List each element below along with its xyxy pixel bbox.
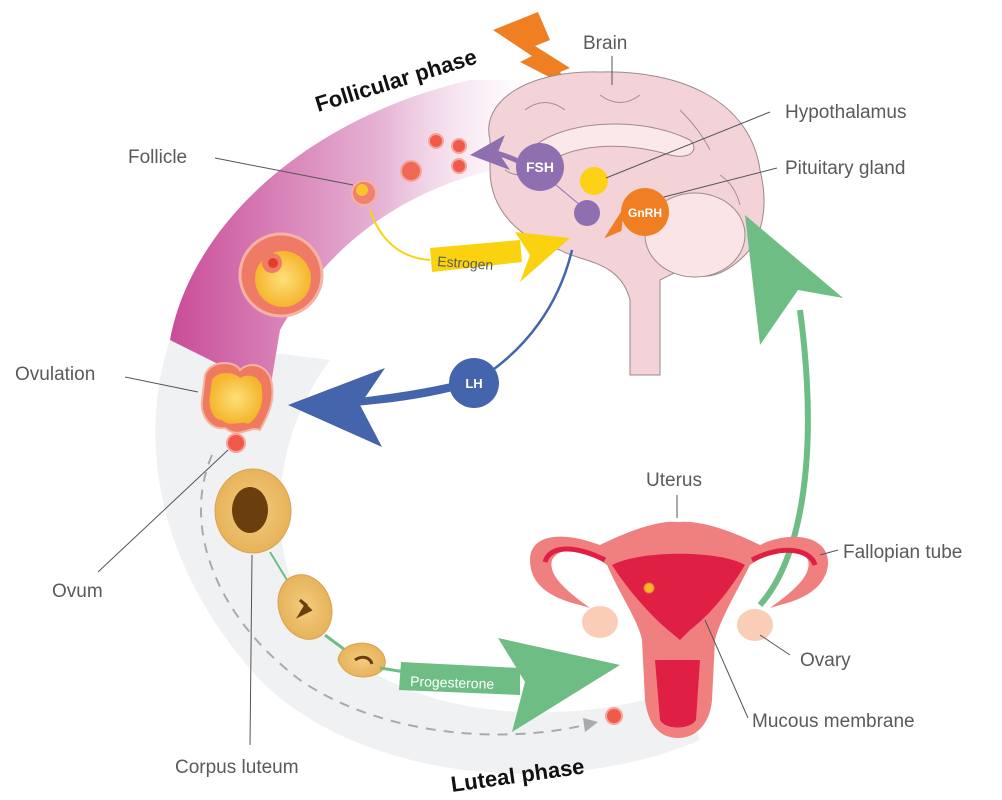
ovary-label: Ovary	[800, 650, 851, 671]
gnrh-arrow-head	[604, 212, 624, 239]
fsh-arrow-head	[470, 135, 510, 170]
corpus-luteum-label: Corpus luteum	[175, 757, 299, 778]
gnrh-node	[621, 188, 669, 236]
progesterone-label: Progesterone	[410, 673, 495, 692]
hypothalamus-leader-line	[605, 111, 771, 179]
ovum-path-arrow	[583, 718, 598, 732]
uterus-illustration	[530, 521, 829, 738]
luteal-phase-band	[155, 340, 701, 774]
feedback-arrow-head	[745, 215, 843, 345]
lh-node	[449, 358, 499, 408]
brain-label: Brain	[583, 33, 627, 54]
ovulation-leader-line	[124, 376, 199, 393]
feedback-arrow-shaft	[757, 309, 811, 607]
follicle-leader-line	[214, 157, 354, 186]
ovary-leader-line	[759, 634, 791, 656]
estrogen-band	[430, 240, 522, 272]
lh-arrow-head	[288, 368, 385, 447]
developing-follicles	[400, 133, 467, 182]
pituitary-node	[574, 200, 600, 226]
pituitary-leader-line	[659, 167, 778, 199]
corpus-luteum-leader-line	[249, 554, 253, 746]
fsh-label: FSH	[526, 159, 554, 175]
uterus-label: Uterus	[646, 470, 702, 491]
ovum-leader-line	[97, 449, 229, 573]
ovulating-follicle	[200, 362, 274, 434]
released-ovum	[226, 433, 246, 453]
traveling-ovum	[605, 707, 623, 725]
lh-label: LH	[465, 376, 482, 391]
estrogen-connector	[369, 209, 431, 261]
fsh-node	[516, 143, 564, 191]
pituitary-gland-label: Pituitary gland	[785, 158, 905, 179]
corpus-luteum-stages	[214, 468, 386, 678]
ovulation-label: Ovulation	[15, 364, 95, 385]
mucous-membrane-label: Mucous membrane	[752, 711, 915, 732]
hypothalamus-node	[580, 167, 608, 195]
fallopian-tube-leader-line	[819, 549, 839, 556]
hypothalamus-label: Hypothalamus	[785, 102, 906, 123]
ovum-label: Ovum	[52, 581, 103, 602]
estrogen-arrow-head	[515, 232, 570, 282]
right-ovary	[737, 609, 773, 641]
estrogen-label: Estrogen	[437, 253, 494, 273]
fallopian-tube-label: Fallopian tube	[843, 542, 962, 563]
gnrh-label: GnRH	[628, 206, 662, 220]
follicle-label: Follicle	[128, 147, 187, 168]
ovum-path-dashed	[199, 454, 586, 736]
progesterone-arrow-head	[498, 638, 620, 732]
mucous-membrane-leader-line	[704, 619, 749, 719]
progesterone-band	[399, 662, 520, 695]
mature-follicle	[238, 232, 324, 318]
left-ovary	[582, 606, 618, 638]
